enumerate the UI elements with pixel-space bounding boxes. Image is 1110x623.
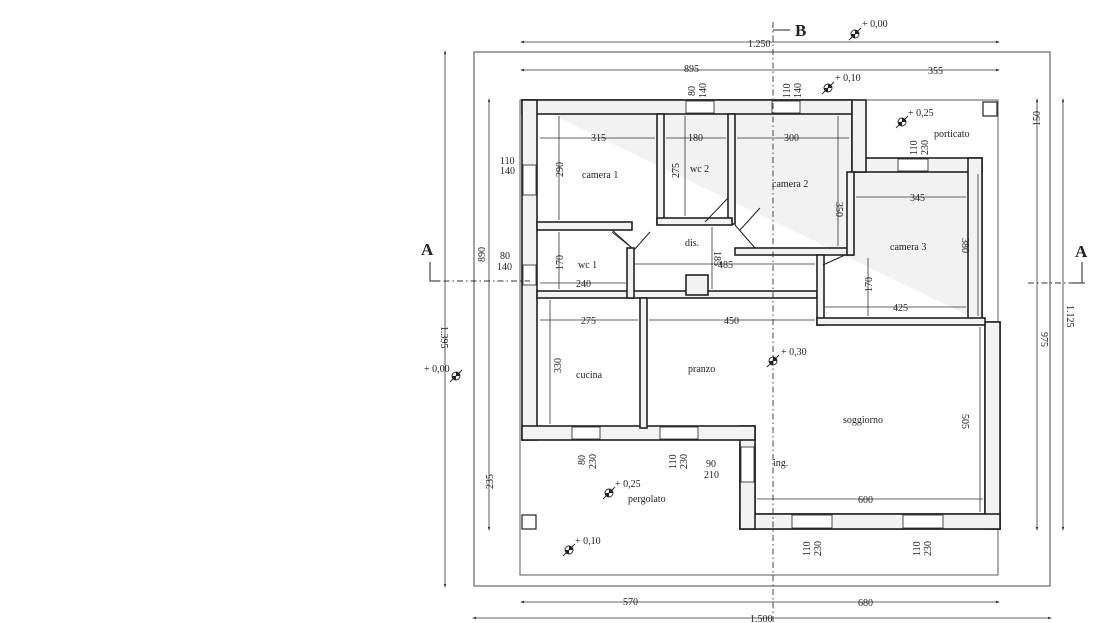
lot-outer-boundary (473, 51, 1051, 587)
dim-c3-h: 380 (959, 238, 970, 253)
dim-right-150: 150 (1032, 111, 1043, 126)
level-pergolato-025: + 0,25 (615, 479, 641, 490)
win-wc1-b: 140 (497, 262, 512, 273)
door-ing-a: 90 (706, 459, 716, 470)
level-marker-icon (848, 27, 862, 41)
win-c1-b: 140 (500, 166, 515, 177)
room-label-wc2: wc 2 (690, 164, 709, 175)
dim-c1-w: 315 (591, 133, 606, 144)
dim-bottom-680: 680 (858, 598, 873, 609)
room-label-dis: dis. (685, 238, 699, 249)
level-marker-icon (895, 115, 909, 129)
dim-left-1395: 1.395 (438, 326, 449, 349)
dim-cucina-h: 330 (553, 358, 564, 373)
interior-walls (536, 113, 986, 429)
section-marker-b: B (795, 21, 806, 40)
dim-c3-425: 425 (893, 303, 908, 314)
dim-c3-170: 170 (864, 277, 875, 292)
dim-right-1125: 1.125 (1064, 305, 1075, 328)
dim-c1-h: 290 (555, 162, 566, 177)
dim-pranzo-w: 450 (724, 316, 739, 327)
dim-wc2-h: 275 (671, 163, 682, 178)
dim-dis-185: 185 (711, 251, 722, 266)
dimension-labels: 1.250 895 355 570 680 1.500 315 180 300 … (576, 39, 943, 623)
level-porticato-025: + 0,25 (908, 108, 934, 119)
room-label-camera3: camera 3 (890, 242, 926, 253)
dim-wc1-170: 170 (555, 255, 566, 270)
win-port-b: 230 (920, 140, 931, 155)
level-marker-icon (449, 369, 463, 383)
dim-bottom-570: 570 (623, 597, 638, 608)
dim-top-355: 355 (928, 66, 943, 77)
room-label-ing: ing. (773, 458, 788, 469)
room-label-pergolato: pergolato (628, 494, 666, 505)
win-c2-a: 110 (782, 83, 793, 98)
win-s1-b: 230 (813, 541, 824, 556)
dim-c3-w: 345 (910, 193, 925, 204)
room-label-pranzo: pranzo (688, 364, 715, 375)
dim-right-975: 975 (1038, 332, 1049, 347)
room-label-camera1: camera 1 (582, 170, 618, 181)
pergolato-post (521, 514, 537, 530)
win-c2-b: 140 (793, 83, 804, 98)
room-label-wc1: wc 1 (578, 260, 597, 271)
dim-sogg-w: 600 (858, 495, 873, 506)
vertical-dimension-labels: 1.395 890 235 150 975 1.125 290 275 350 … (438, 111, 1075, 489)
section-marker-a-right: A (1075, 242, 1088, 261)
level-markers: + 0,00 + 0,10 + 0,25 + 0,00 + 0,30 + 0,2… (424, 19, 934, 557)
dim-top-895: 895 (684, 64, 699, 75)
win-s1-a: 110 (802, 541, 813, 556)
win-s2-b: 230 (923, 541, 934, 556)
dim-left-890: 890 (477, 247, 488, 262)
level-marker-icon (602, 486, 616, 500)
win-wc2-b: 140 (698, 83, 709, 98)
room-label-camera2: camera 2 (772, 179, 808, 190)
level-left-000: + 0,00 (424, 364, 450, 375)
dim-left-235: 235 (485, 474, 496, 489)
dim-c2-w: 300 (784, 133, 799, 144)
door-swings (611, 197, 846, 266)
win-cuc-b: 230 (588, 454, 599, 469)
level-center-030: + 0,30 (781, 347, 807, 358)
room-label-soggiorno: soggiorno (843, 415, 883, 426)
door-ing-b: 210 (704, 470, 719, 481)
dim-bottom-total: 1.500 (750, 614, 773, 623)
section-marker-a-left: A (421, 240, 434, 259)
win-wc2-a: 80 (687, 86, 698, 96)
dim-top-total: 1.250 (748, 39, 771, 50)
level-marker-icon (766, 354, 780, 368)
level-top-010: + 0,10 (835, 73, 861, 84)
porticato-post (982, 101, 998, 117)
level-marker-icon (821, 81, 835, 95)
win-pra-a: 110 (668, 454, 679, 469)
level-marker-icon (562, 543, 576, 557)
opening-labels: 110 140 80 140 90 210 80 140 110 140 110… (497, 83, 934, 556)
dim-wc1-240: 240 (576, 279, 591, 290)
win-wc1-a: 80 (500, 251, 510, 262)
win-c1-a: 110 (500, 156, 515, 167)
dim-sogg-h: 505 (959, 414, 970, 429)
win-pra-b: 230 (679, 454, 690, 469)
windows (522, 100, 944, 529)
win-cuc-a: 80 (577, 455, 588, 465)
dim-cucina-w: 275 (581, 316, 596, 327)
win-port-a: 110 (909, 140, 920, 155)
dim-wc2-w: 180 (688, 133, 703, 144)
dimension-lines (443, 40, 1065, 620)
room-label-cucina: cucina (576, 370, 603, 381)
room-label-porticato: porticato (934, 129, 970, 140)
win-s2-a: 110 (912, 541, 923, 556)
level-pergolato-010: + 0,10 (575, 536, 601, 547)
dim-c2-h: 350 (833, 202, 844, 217)
dim-dis-485: 485 (718, 260, 733, 271)
level-top-000: + 0,00 (862, 19, 888, 30)
